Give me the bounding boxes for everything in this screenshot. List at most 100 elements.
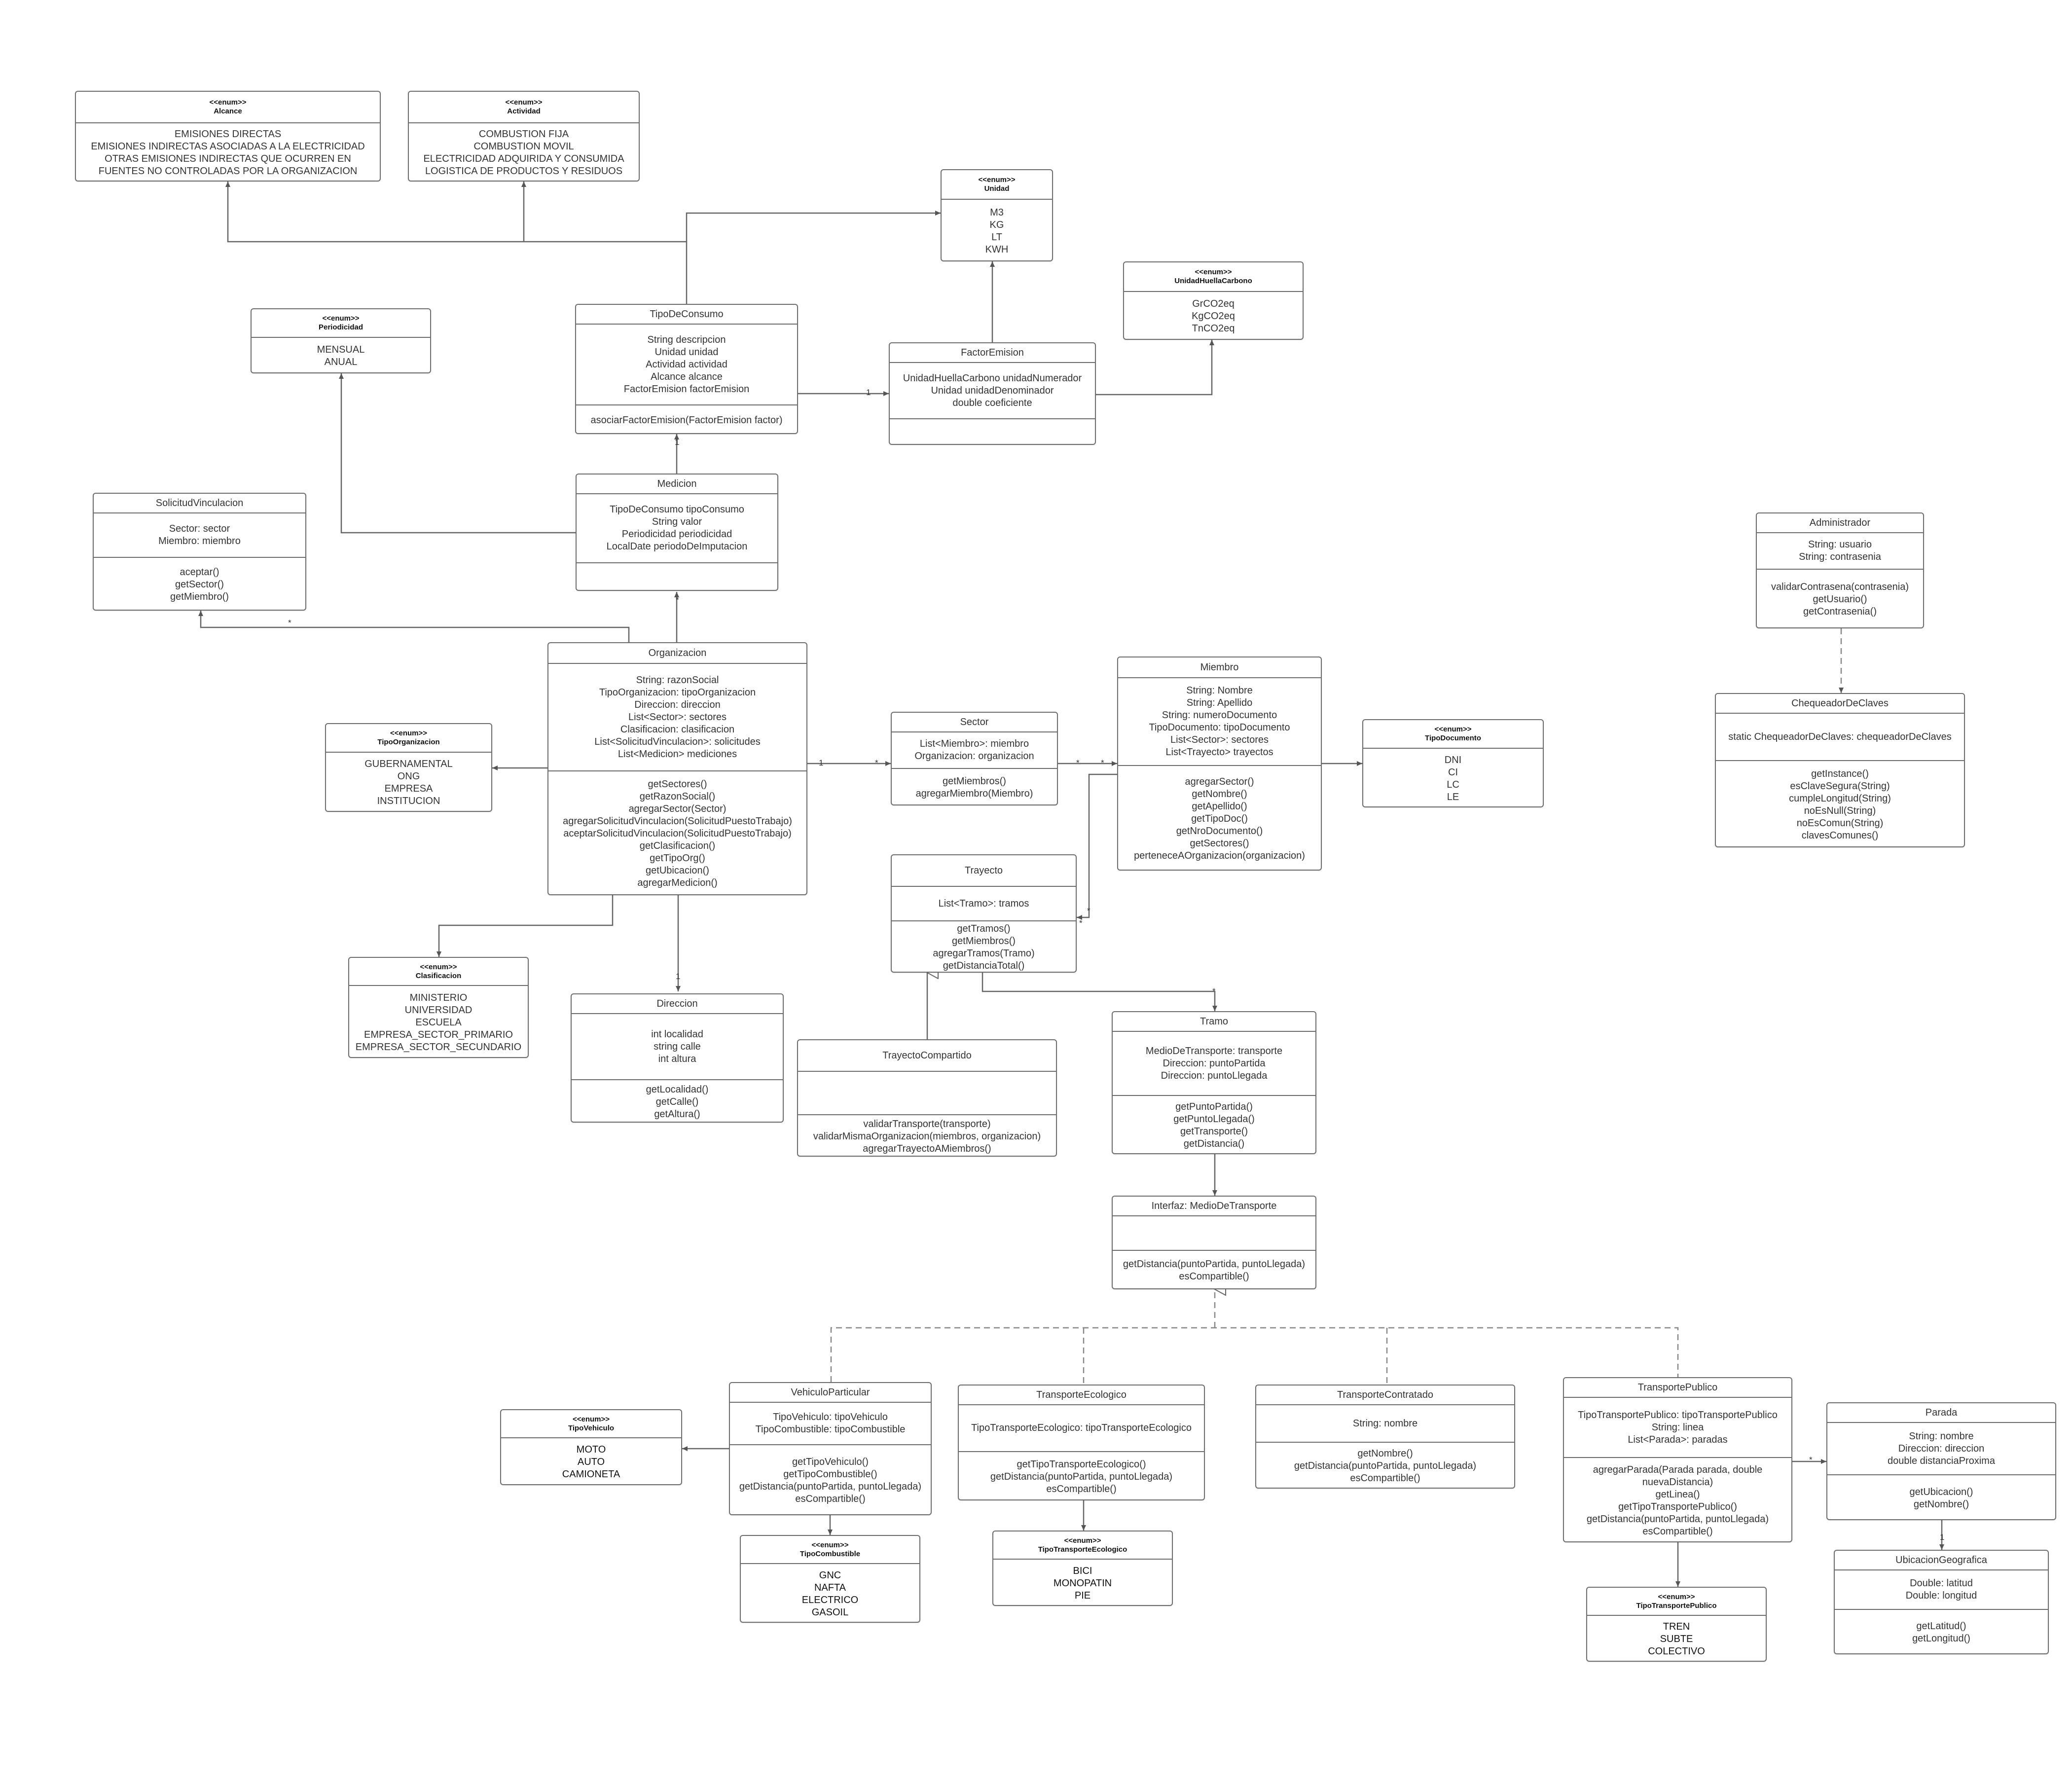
method: getUbicacion(): [646, 865, 709, 876]
attribute: String: usuario: [1808, 539, 1872, 550]
methods-section: getLocalidad()getCalle()getAltura(): [572, 1080, 783, 1122]
attribute: Direccion: direccion: [1898, 1443, 1985, 1454]
method: getMiembros(): [952, 936, 1016, 947]
attribute: Alcance alcance: [651, 371, 723, 382]
link-org-solicitud: [198, 611, 630, 642]
stereotype-label: <<enum>>: [322, 314, 360, 323]
multiplicity-one: 1: [866, 388, 871, 397]
stereotype-label: <<enum>>: [978, 176, 1016, 184]
methods-section: [890, 419, 1095, 444]
method: getClasificacion(): [639, 840, 716, 851]
attribute: Organizacion: organizacion: [914, 751, 1034, 762]
attributes-section: TipoTransporteEcologico: tipoTransporteE…: [959, 1405, 1204, 1452]
methods-section: [577, 563, 777, 590]
enum-value: LOGISTICA DE PRODUCTOS Y RESIDUOS: [425, 166, 623, 177]
enum-value: COLECTIVO: [1648, 1646, 1705, 1657]
attribute: FactorEmision factorEmision: [623, 383, 750, 395]
link-medicion-periodicidad: [339, 373, 576, 534]
method: validarTransporte(transporte): [863, 1118, 991, 1130]
attributes-section: [1113, 1216, 1315, 1251]
attribute: String descripcion: [647, 334, 726, 345]
method: getInstance(): [1811, 768, 1869, 779]
enum-value: EMPRESA_SECTOR_SECUNDARIO: [355, 1041, 522, 1053]
stereotype-label: <<enum>>: [209, 98, 247, 107]
method: getLatitud(): [1916, 1621, 1966, 1632]
class-header: Organizacion: [548, 643, 806, 664]
method: getMiembro(): [170, 591, 229, 602]
enum-value: ANUAL: [324, 357, 358, 367]
methods-section: asociarFactorEmision(FactorEmision facto…: [576, 405, 797, 433]
enum-value: TnCO2eq: [1192, 323, 1235, 334]
attributes-section: List<Tramo>: tramos: [892, 887, 1076, 921]
attribute: String: contrasenia: [1799, 551, 1881, 562]
attribute: TipoTransporteEcologico: tipoTransporteE…: [971, 1422, 1192, 1433]
class-name: VehiculoParticular: [791, 1387, 870, 1398]
attribute: static ChequeadorDeClaves: chequeadorDeC…: [1728, 731, 1952, 742]
attribute: List<Sector>: sectores: [1170, 734, 1269, 745]
attribute: List<SolicitudVinculacion>: solicitudes: [594, 736, 761, 747]
class-header: <<enum>>Actividad: [409, 92, 639, 123]
class-header: TransporteContratado: [1256, 1386, 1514, 1405]
attribute: Miembro: miembro: [158, 536, 241, 547]
class-name: FactorEmision: [961, 347, 1024, 358]
enum-value: DNI: [1444, 754, 1462, 766]
class-header: <<enum>>Clasificacion: [349, 958, 528, 986]
class-header: Tramo: [1113, 1012, 1315, 1032]
method: getContrasenia(): [1803, 606, 1877, 617]
stereotype-label: <<enum>>: [390, 729, 428, 737]
attributes-section: static ChequeadorDeClaves: chequeadorDeC…: [1716, 714, 1964, 761]
class-name: Direccion: [656, 998, 698, 1009]
enum-value: BICI: [1073, 1565, 1092, 1576]
class-header: <<enum>>Periodicidad: [252, 309, 430, 338]
attribute: String: linea: [1651, 1422, 1704, 1433]
enum-value: GrCO2eq: [1192, 298, 1235, 309]
class-header: Miembro: [1118, 657, 1321, 678]
enum-value: EMISIONES DIRECTAS: [174, 129, 282, 140]
methods-section: validarTransporte(transporte)validarMism…: [798, 1115, 1056, 1156]
multiplicity-one: 1: [675, 438, 680, 447]
stereotype-label: <<enum>>: [1434, 725, 1472, 733]
attribute: int localidad: [651, 1028, 703, 1040]
attribute: TipoOrganizacion: tipoOrganizacion: [599, 687, 756, 698]
method: getDistancia(): [1183, 1138, 1245, 1149]
methods-section: getDistancia(puntoPartida, puntoLlegada)…: [1113, 1251, 1315, 1288]
enum-value: GUBERNAMENTAL: [364, 759, 453, 769]
method: noEsComun(String): [1796, 817, 1884, 829]
method: getTipoOrg(): [650, 853, 705, 864]
method: getDistancia(puntoPartida, puntoLlegada): [1586, 1513, 1769, 1525]
class-name: TipoOrganizacion: [377, 738, 440, 746]
attribute: Direccion: puntoLlegada: [1161, 1070, 1268, 1081]
attribute: double coeficiente: [952, 397, 1032, 408]
enum-value: ONG: [397, 771, 420, 782]
class-name: TipoTransportePublico: [1636, 1601, 1717, 1610]
class-header: Direccion: [572, 994, 783, 1014]
attribute: String valor: [652, 516, 702, 527]
attribute: Direccion: direccion: [634, 699, 721, 710]
class-name: Clasificacion: [415, 971, 462, 980]
enum-value: MONOPATIN: [1053, 1577, 1112, 1589]
attribute: Actividad actividad: [646, 359, 727, 370]
stereotype-label: <<enum>>: [572, 1415, 610, 1423]
attribute: List<Trayecto> trayectos: [1165, 747, 1273, 758]
